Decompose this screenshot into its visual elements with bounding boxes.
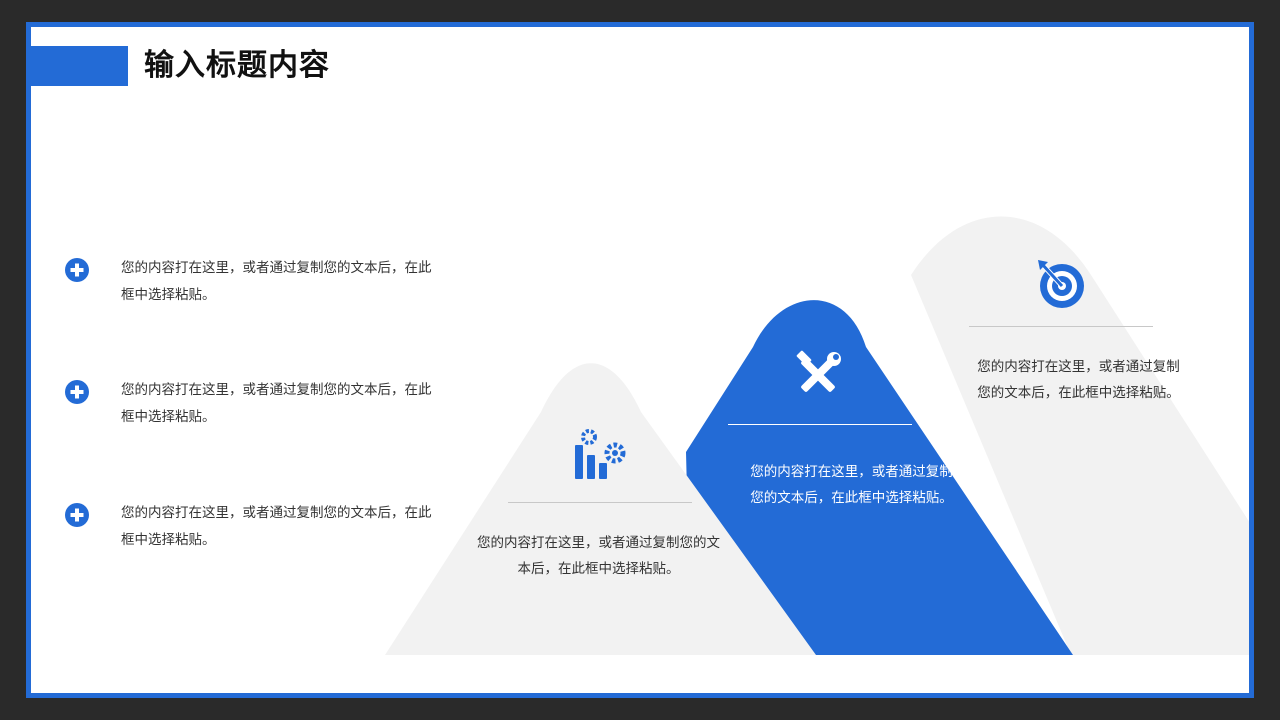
card-text: 您的内容打在这里，或者通过复制您的文本后，在此框中选择粘贴。 <box>977 359 1180 401</box>
mountain-middle <box>686 300 1073 655</box>
target-arrow-icon <box>1038 260 1084 308</box>
bullet-text: 您的内容打在这里，或者通过复制您的文本后，在此框中选择粘贴。 <box>121 260 432 303</box>
slide-canvas: 输入标题内容 您的内容打在这里，或者通过复制您的文本后，在此框中选择粘贴。 您的… <box>26 22 1254 698</box>
bullet-text: 您的内容打在这里，或者通过复制您的文本后，在此框中选择粘贴。 <box>121 505 432 548</box>
plus-circle-icon <box>65 380 89 404</box>
plus-circle-icon <box>65 503 89 527</box>
card-divider <box>728 424 912 425</box>
plus-circle-icon <box>65 258 89 282</box>
card-text: 您的内容打在这里，或者通过复制您的文本后，在此框中选择粘贴。 <box>750 464 953 506</box>
bullet-text: 您的内容打在这里，或者通过复制您的文本后，在此框中选择粘贴。 <box>121 382 432 425</box>
wrench-hammer-icon <box>796 350 841 392</box>
page-title: 输入标题内容 <box>144 48 330 83</box>
card-text: 您的内容打在这里，或者通过复制您的文本后，在此框中选择粘贴。 <box>477 535 720 577</box>
card-divider <box>969 326 1153 327</box>
title-accent-bar <box>31 46 128 86</box>
card-divider <box>508 502 692 503</box>
bar-chart-gear-icon <box>575 429 626 479</box>
mountain-left <box>385 363 816 655</box>
